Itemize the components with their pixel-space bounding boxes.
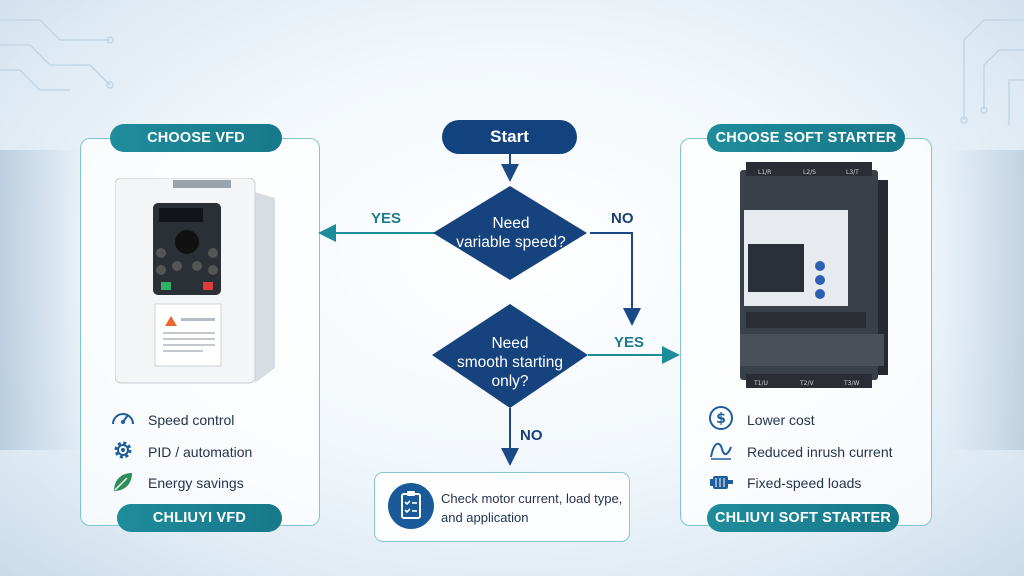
vfd-device-image (115, 178, 275, 384)
vfd-feature-pid-automation: PID / automation (148, 444, 253, 460)
vfd-feature-energy-savings: Energy savings (148, 475, 244, 491)
soft-starter-feature-reduced-inrush: Reduced inrush current (747, 444, 893, 460)
current-curve-icon (710, 442, 732, 460)
vfd-feature-speed-control: Speed control (148, 412, 235, 428)
check-line1: Check motor current, load type, (441, 491, 623, 506)
decision1-diamond (433, 186, 587, 280)
branch-no-check: NO (520, 427, 543, 444)
leaf-icon (114, 473, 132, 491)
branch-no-decision2: NO (611, 210, 634, 227)
clipboard-checklist-icon (388, 483, 434, 529)
soft-starter-device-image: L1/R L2/S L3/T T1/U T2/V T3/W (740, 162, 888, 388)
soft-starter-feature-fixed-speed: Fixed-speed loads (747, 475, 862, 491)
choose-vfd-header: CHOOSE VFD (110, 124, 282, 152)
decision2-line1: Need (491, 335, 529, 352)
circuit-decoration-left (0, 19, 114, 91)
decision2-line3: only? (491, 373, 529, 390)
start-node: Start (442, 120, 577, 154)
decision2-line2: smooth starting (457, 354, 563, 371)
terminal-l1: L1/R (758, 169, 771, 176)
terminal-t2: T2/V (799, 380, 815, 387)
decision2-diamond (432, 304, 588, 408)
gear-icon (114, 441, 132, 459)
check-line2: and application (441, 510, 529, 525)
terminal-t3: T3/W (843, 380, 860, 387)
motor-icon (710, 476, 733, 489)
decision1-line2: variable speed? (456, 234, 566, 251)
terminal-l2: L2/S (803, 169, 816, 176)
svg-text:$: $ (716, 411, 726, 427)
decision2-label: Need smooth starting only? (440, 334, 580, 391)
check-application-text: Check motor current, load type, and appl… (441, 489, 623, 527)
branch-yes-vfd: YES (371, 210, 402, 227)
vfd-brand-footer: CHLIUYI VFD (117, 504, 282, 532)
decision1-label: Need variable speed? (438, 214, 584, 252)
branch-yes-soft-starter: YES (614, 334, 645, 351)
factory-background-left (0, 150, 80, 450)
soft-starter-brand-footer: CHLIUYI SOFT STARTER (707, 504, 899, 532)
arrow-no-to-decision2 (590, 232, 641, 326)
circuit-decoration-right (960, 19, 1024, 125)
terminal-t1: T1/U (753, 380, 768, 387)
factory-background-right (944, 150, 1024, 450)
check-application-box: Check motor current, load type, and appl… (374, 472, 630, 542)
dollar-coin-icon: $ (709, 406, 733, 430)
decision1-line1: Need (492, 215, 530, 232)
choose-soft-starter-header: CHOOSE SOFT STARTER (707, 124, 905, 152)
soft-starter-feature-lower-cost: Lower cost (747, 412, 815, 428)
speedometer-icon (112, 413, 134, 425)
terminal-l3: L3/T (846, 169, 859, 176)
